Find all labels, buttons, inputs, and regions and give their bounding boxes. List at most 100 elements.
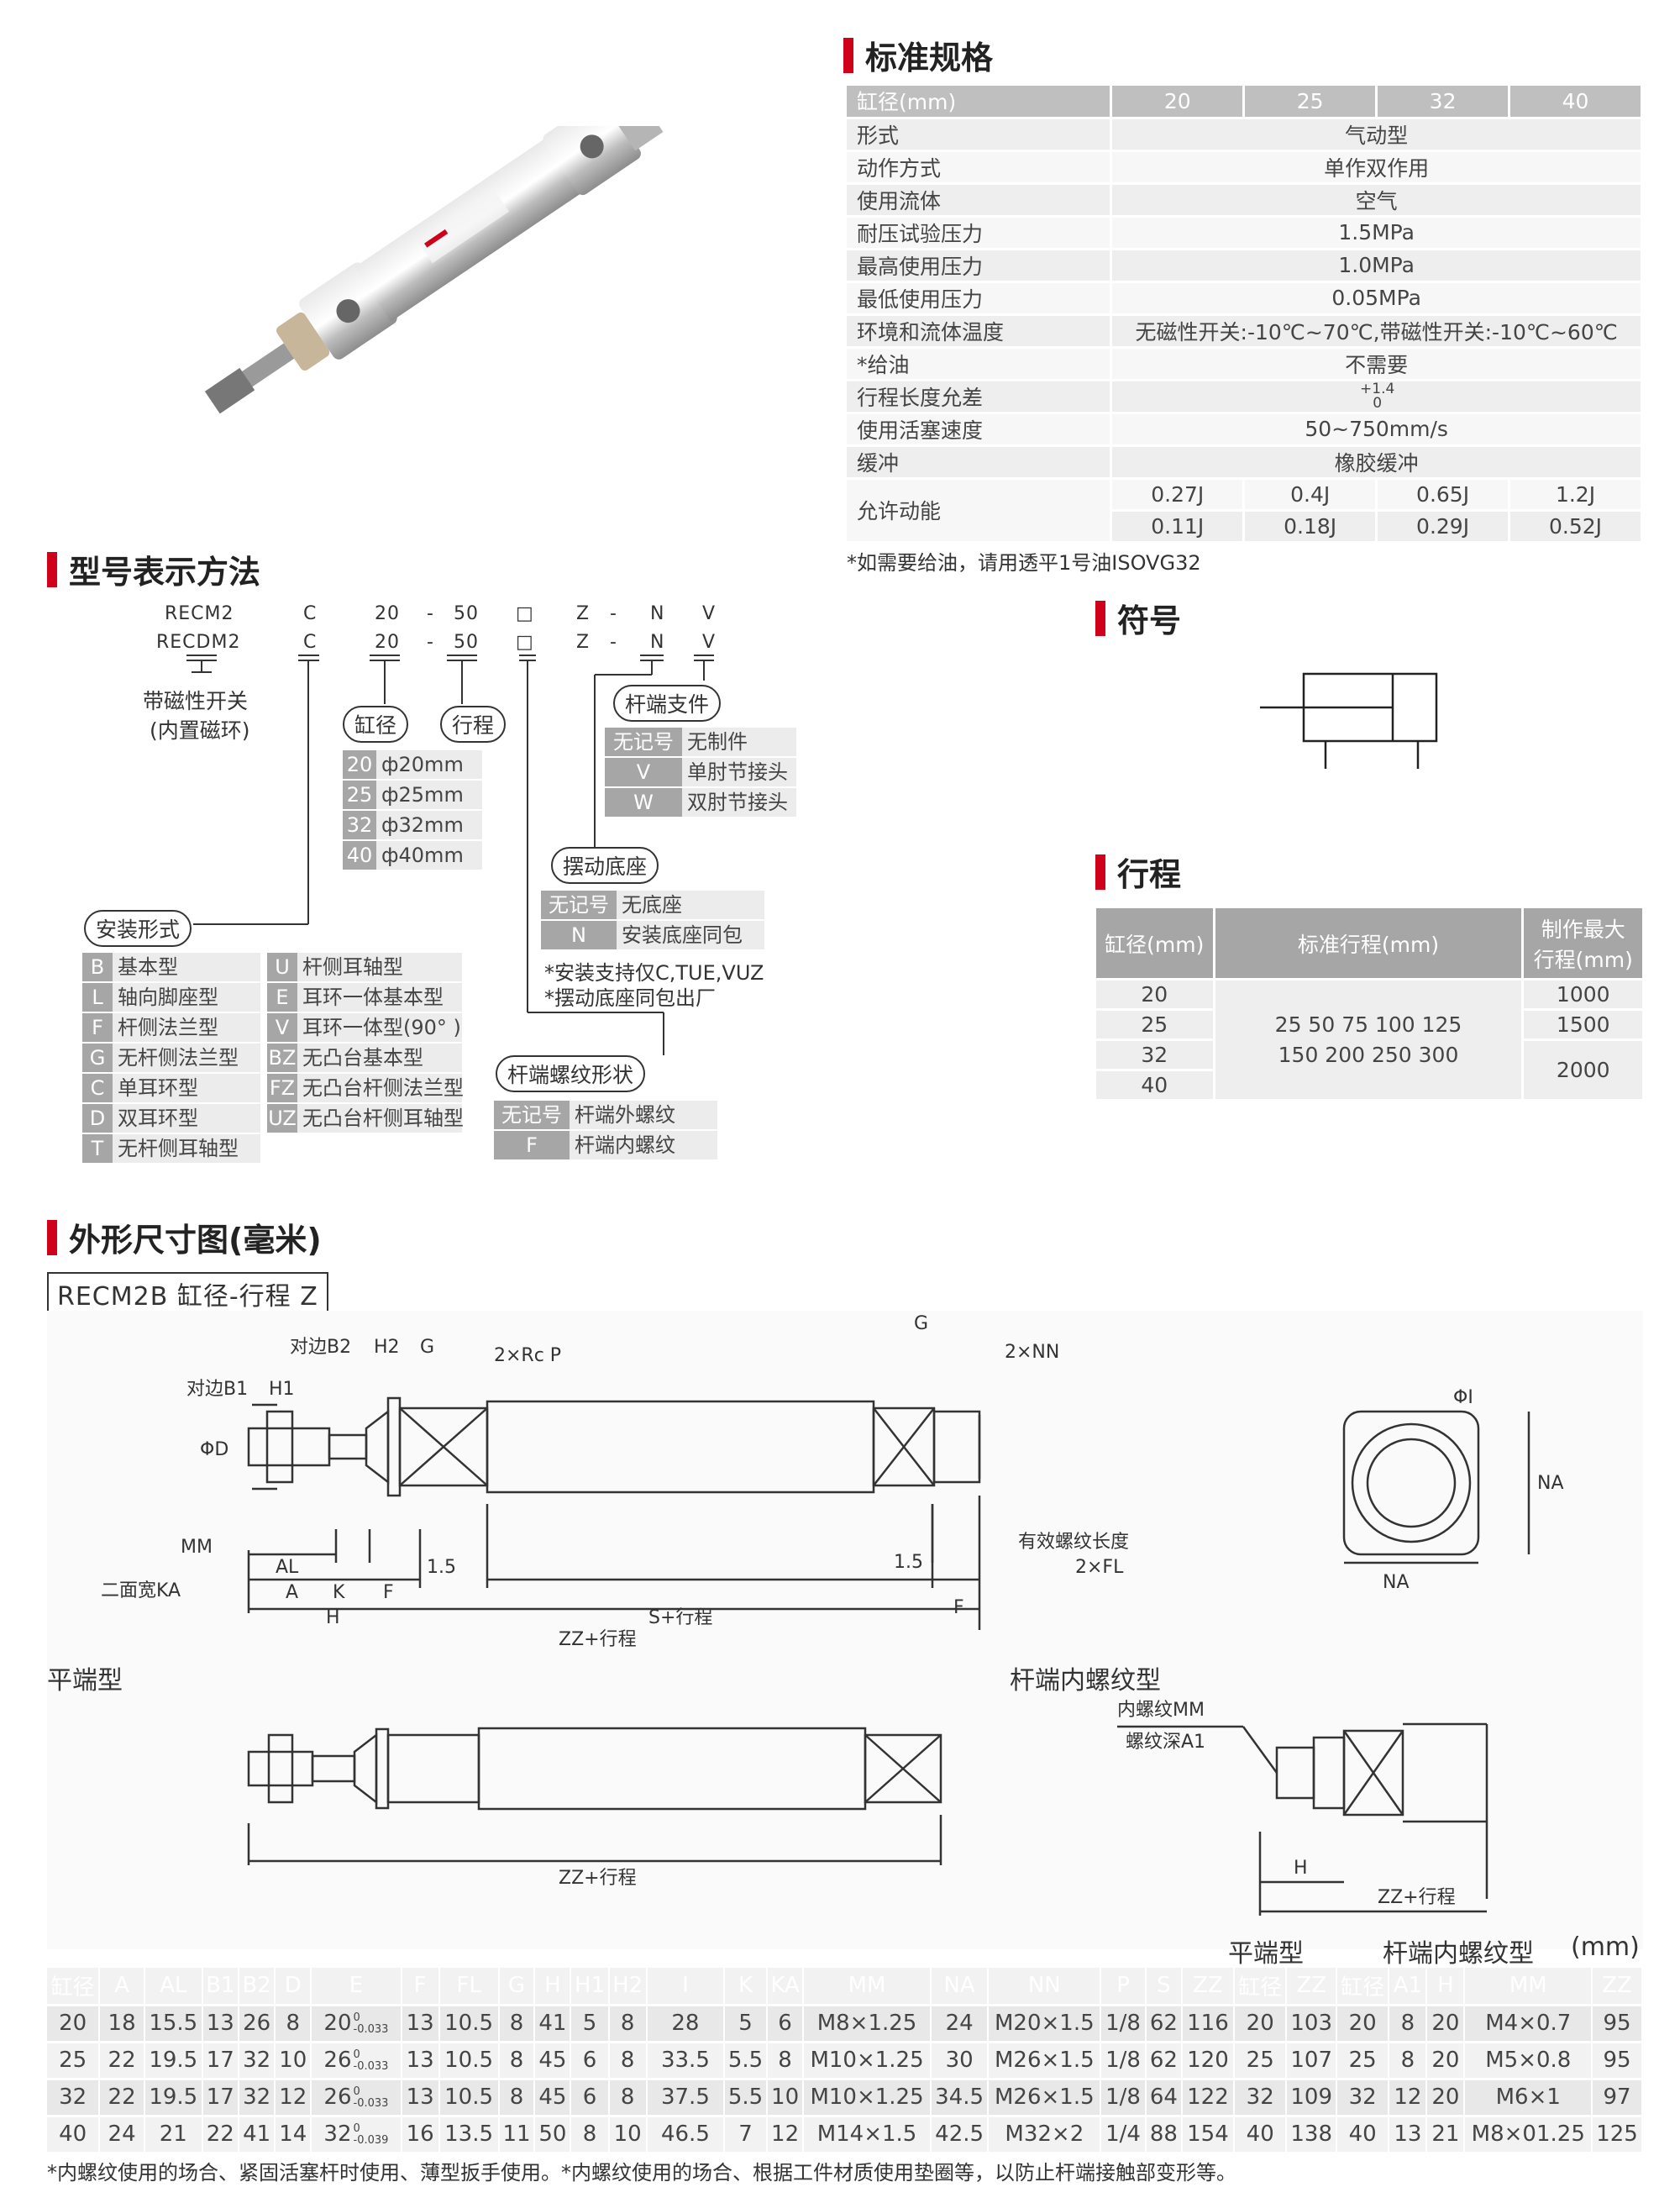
spec-label: *给油 <box>847 347 1113 381</box>
dim-cell: 21 <box>144 2116 203 2154</box>
label-phi-i: ΦI <box>1453 1387 1473 1408</box>
option-desc: 无凸台基本型 <box>297 1044 462 1072</box>
dim-cell: M8×01.25 <box>1464 2116 1593 2154</box>
dim-cell: 19.5 <box>144 2042 203 2080</box>
dim-cell: M10×1.25 <box>803 2042 932 2080</box>
tol-bottom: -0.033 <box>353 2059 389 2073</box>
tol-top: 0 <box>353 2085 360 2098</box>
dim-cell: M10×1.25 <box>803 2079 932 2117</box>
dim-header-cell: A1 <box>1389 1968 1428 2006</box>
code-part: Z <box>576 632 591 653</box>
internal-type-label: 杆端内螺纹型 <box>1010 1666 1161 1696</box>
dim-cell: 25 <box>1234 2042 1288 2080</box>
dim-header-cell: B1 <box>202 1968 239 2006</box>
tol-top: 0 <box>353 2011 360 2024</box>
dim-cell: M6×1 <box>1464 2079 1593 2117</box>
dim-cell: 1/8 <box>1100 2042 1147 2080</box>
dim-cell: 13 <box>1389 2116 1428 2154</box>
dim-cell: 8 <box>608 2005 648 2043</box>
stroke-max: 1000 <box>1521 978 1645 1011</box>
stroke-std-line: 25 50 75 100 125 <box>1274 1012 1462 1037</box>
mount-label: 安装形式 <box>84 910 192 947</box>
dim-cell: 109 <box>1286 2079 1338 2117</box>
dim-cell: 6 <box>570 2079 610 2117</box>
label-h1: H1 <box>269 1379 295 1400</box>
stroke-row: 32 2000 <box>1094 1038 1645 1102</box>
flat-type-label: 平端型 <box>47 1666 123 1696</box>
option-code: T <box>82 1134 113 1163</box>
model-connector-lines <box>186 655 714 1055</box>
dim-cell: M32×2 <box>988 2116 1102 2154</box>
dim-header-cell: B2 <box>238 1968 276 2006</box>
spec-label: 动作方式 <box>847 150 1113 185</box>
dim-cell: 46.5 <box>646 2116 726 2154</box>
dim-cell: 40 <box>1336 2116 1390 2154</box>
option-desc: 双耳环型 <box>113 1104 260 1133</box>
dim-cell: 33.5 <box>646 2042 726 2080</box>
option-code: L <box>82 983 113 1012</box>
code-part: V <box>702 632 717 653</box>
label-zz-int: ZZ+行程 <box>1378 1887 1456 1908</box>
dim-cell: 12 <box>275 2079 312 2117</box>
dim-cell: 154 <box>1181 2116 1236 2154</box>
option-code: FZ <box>267 1074 297 1102</box>
dim-cell: 1/8 <box>1100 2079 1147 2117</box>
energy-single: 0.29J <box>1376 510 1511 544</box>
option-code: G <box>82 1044 113 1072</box>
dim-cell: 21 <box>1426 2116 1466 2154</box>
dim-cell: 20 <box>47 2005 101 2043</box>
spec-header-cell: 20 <box>1110 86 1246 119</box>
label-a1: 螺纹深A1 <box>1126 1732 1205 1753</box>
option-code: 32 <box>343 811 376 839</box>
label-b1: 对边B1 <box>186 1379 248 1400</box>
dim-cell: 17 <box>202 2042 239 2080</box>
dim-cell: 5.5 <box>724 2042 768 2080</box>
spec-label: 行程长度允差 <box>847 380 1113 414</box>
spec-value: 空气 <box>1110 183 1643 218</box>
e-value: 20 <box>323 2011 352 2036</box>
dim-cell: 14 <box>275 2116 312 2154</box>
dim-cell: 8 <box>275 2005 312 2043</box>
dim-header-cell: E <box>311 1968 402 2006</box>
table-caption-unit: (mm) <box>1571 1932 1640 1962</box>
dim-header-cell: D <box>275 1968 312 2006</box>
dim-cell: 20 <box>1336 2005 1390 2043</box>
symbol-title-text: 符号 <box>1117 602 1182 639</box>
stroke-max: 1500 <box>1521 1008 1645 1041</box>
dim-cell: 97 <box>1592 2079 1643 2117</box>
spec-title: 标准规格 <box>843 32 993 78</box>
label-fl: 2×FL <box>1075 1557 1124 1578</box>
dim-cell: 22 <box>202 2116 239 2154</box>
dim-cell: 6 <box>570 2042 610 2080</box>
label-zz: ZZ+行程 <box>559 1629 637 1650</box>
option-desc: 杆侧耳轴型 <box>297 953 462 981</box>
dim-cell: 7 <box>724 2116 768 2154</box>
dim-cell: 95 <box>1592 2042 1643 2080</box>
label-f: F <box>383 1582 394 1603</box>
label-mm: MM <box>181 1537 213 1558</box>
stroke-header-line: 行程(mm) <box>1533 947 1633 972</box>
dim-cell: 25 <box>1336 2042 1390 2080</box>
spec-label: 环境和流体温度 <box>847 314 1113 349</box>
energy-double: 1.2J <box>1509 478 1643 512</box>
option-code: UZ <box>267 1104 297 1133</box>
option-code: B <box>82 953 113 981</box>
dim-cell: 17 <box>202 2079 239 2117</box>
dim-cell: 16 <box>401 2116 440 2154</box>
dim-cell: 8 <box>1389 2005 1428 2043</box>
dim-cell: 12 <box>1389 2079 1428 2117</box>
spec-header-cell: 缸径(mm) <box>847 86 1113 119</box>
dim-cell: 8 <box>766 2042 805 2080</box>
spec-value: 不需要 <box>1110 347 1643 381</box>
spec-value: 1.5MPa <box>1110 216 1643 250</box>
